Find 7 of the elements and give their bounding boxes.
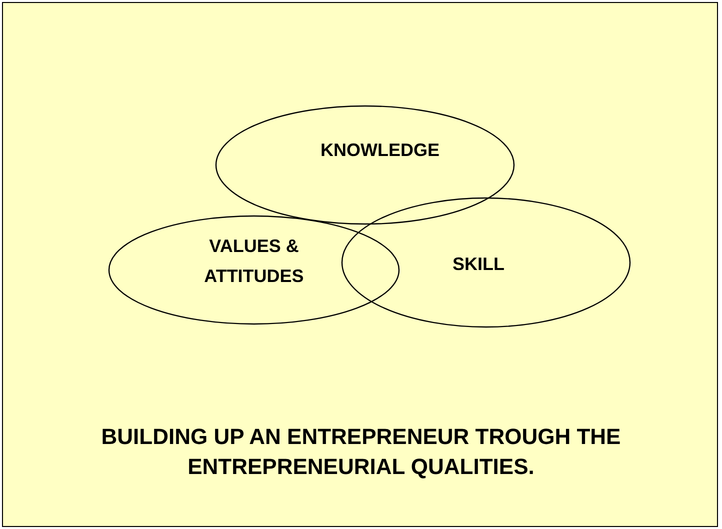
ellipse-label: VALUES & ATTITUDES xyxy=(203,235,305,288)
ellipse xyxy=(341,197,631,328)
ellipse xyxy=(215,105,515,225)
ellipse-label: SKILL xyxy=(452,253,506,276)
ellipse-label: KNOWLEDGE xyxy=(320,139,440,162)
ellipse xyxy=(108,215,400,325)
caption: BUILDING UP AN ENTREPRENEUR TROUGH THE ENTREPRENEURIAL QUALITIES. xyxy=(100,423,622,481)
